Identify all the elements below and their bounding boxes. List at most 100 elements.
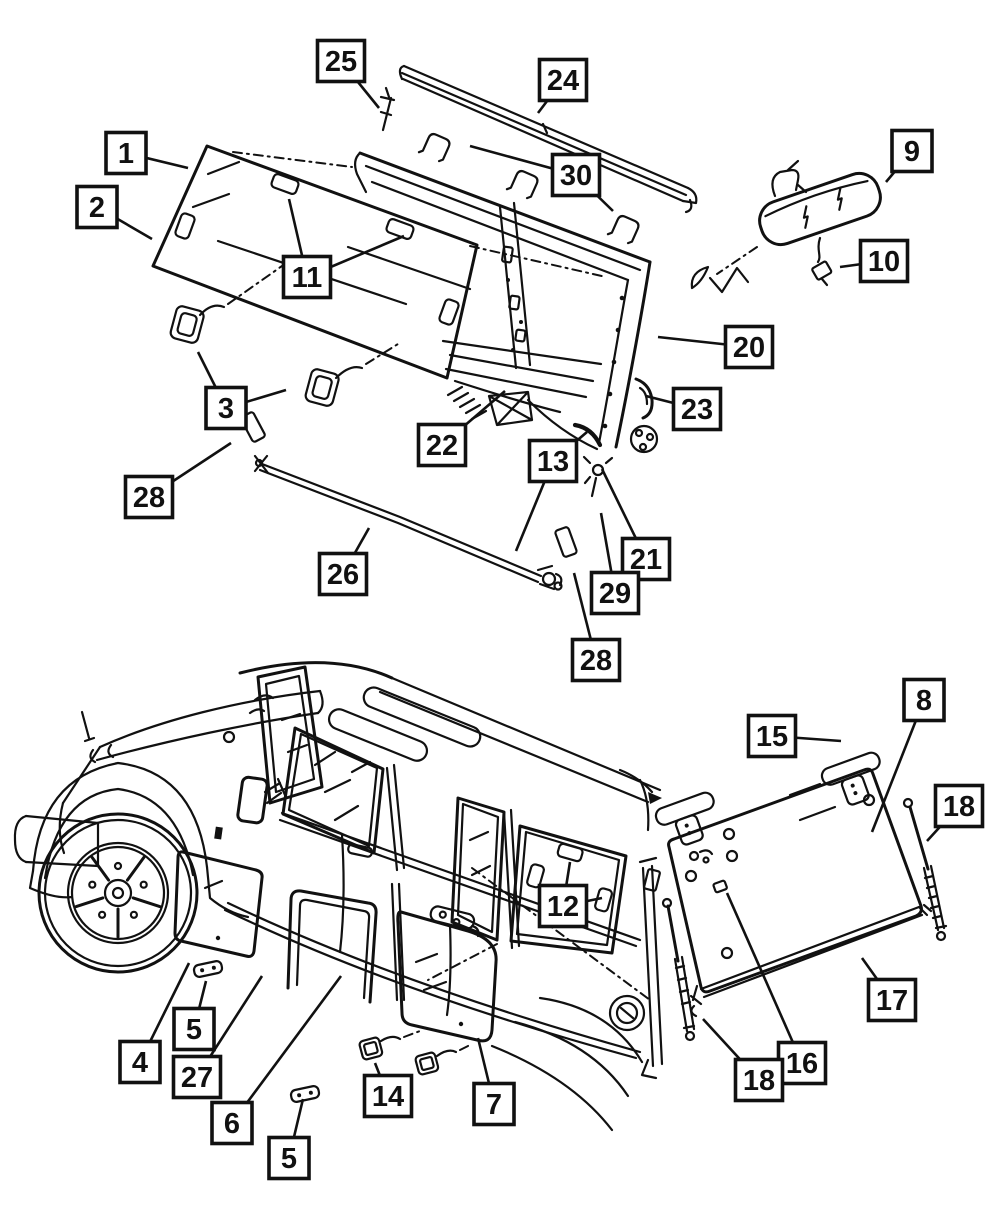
callout-number: 3 (218, 393, 234, 425)
callout-number: 8 (916, 685, 932, 717)
callout-11-4: 11 (281, 198, 405, 300)
callout-box (527, 438, 579, 484)
callout-28-17: 28 (570, 572, 622, 683)
shims (240, 411, 578, 558)
callout-box (123, 474, 175, 520)
callout-number: 2 (89, 192, 105, 224)
gas-props (661, 797, 948, 1042)
callout-29-16: 29 (589, 512, 641, 616)
callout-box (315, 38, 367, 84)
callout-number: 22 (426, 430, 458, 462)
callout-leader-line (230, 975, 343, 1124)
callout-number: 23 (681, 394, 713, 426)
callout-box (210, 1100, 254, 1146)
callout-box (723, 324, 775, 370)
front-wheel (37, 812, 199, 974)
callout-box (75, 184, 119, 230)
callout-box (733, 1057, 785, 1103)
callout-13-12: 13 (514, 431, 588, 552)
callout-box (267, 1135, 311, 1181)
callout-box (933, 783, 985, 829)
callout-box (172, 1006, 216, 1052)
callout-7-31: 7 (472, 1037, 516, 1127)
callout-number: 29 (599, 578, 631, 610)
callout-number: 30 (560, 160, 592, 192)
callout-box (671, 386, 723, 432)
callout-number: 4 (132, 1047, 148, 1079)
callout-box (204, 385, 248, 431)
body-glass-assembly-figure (13, 661, 948, 1132)
callout-number: 12 (547, 891, 579, 923)
liftgate-hinges (654, 751, 881, 864)
callout-number: 17 (876, 985, 908, 1017)
callout-17-22: 17 (860, 957, 918, 1023)
callout-18-20: 18 (926, 783, 985, 842)
rear-door-glass (289, 905, 498, 1103)
retainer-clips (358, 1030, 473, 1076)
callout-box (890, 128, 934, 174)
callout-27-27: 27 (171, 975, 264, 1100)
callout-20-8: 20 (657, 324, 775, 370)
callout-box (858, 238, 910, 284)
callout-number: 13 (537, 446, 569, 478)
callout-number: 5 (281, 1143, 297, 1175)
support-bar (253, 454, 563, 591)
callout-number: 1 (118, 138, 134, 170)
callout-box (118, 1039, 162, 1085)
front-door-glass (173, 850, 264, 978)
callout-number: 16 (786, 1048, 818, 1080)
callout-box (746, 713, 798, 759)
callout-number: 18 (743, 1065, 775, 1097)
windshield-frame (353, 151, 659, 498)
callout-number: 25 (325, 46, 357, 78)
callout-number: 14 (372, 1081, 404, 1113)
callout-number: 27 (181, 1062, 213, 1094)
glass-run-channel (286, 882, 406, 1004)
callout-number: 28 (133, 482, 165, 514)
callout-number: 24 (547, 65, 579, 97)
callout-box (589, 570, 641, 616)
roof-front-rail (398, 64, 698, 214)
callout-5-29: 5 (267, 1098, 311, 1181)
callout-number: 26 (327, 559, 359, 591)
callout-leader-line (725, 892, 804, 1064)
mirror-wire-connector (811, 260, 833, 281)
callout-number: 9 (904, 136, 920, 168)
callout-28-13: 28 (123, 441, 232, 520)
windshield-assembly-figure (151, 64, 882, 591)
callout-number: 21 (630, 544, 662, 576)
callout-box (416, 422, 468, 468)
callout-number: 5 (186, 1014, 202, 1046)
callout-box (570, 637, 622, 683)
callout-3-10: 3 (196, 351, 287, 431)
callout-box (866, 977, 918, 1023)
rearview-mirror (690, 159, 882, 294)
callout-10-7: 10 (839, 238, 910, 284)
callout-box (281, 254, 333, 300)
callout-box (902, 677, 946, 723)
support-channel (689, 903, 933, 1018)
callout-box (537, 57, 589, 103)
callout-number: 11 (292, 262, 323, 294)
callout-1-2: 1 (104, 130, 189, 176)
callout-25-0: 25 (315, 38, 381, 109)
callout-number: 15 (756, 721, 788, 753)
callout-number: 28 (580, 645, 612, 677)
callout-30-5: 30 (469, 144, 614, 212)
harness-clips (169, 265, 399, 407)
callout-24-1: 24 (536, 57, 589, 114)
callout-box (550, 152, 602, 198)
callout-21-15: 21 (600, 468, 672, 582)
callout-number: 7 (486, 1089, 502, 1121)
callout-box (620, 536, 672, 582)
callout-5-25: 5 (172, 980, 216, 1052)
callout-22-11: 22 (416, 390, 506, 468)
callout-16-23: 16 (725, 892, 828, 1086)
callout-14-30: 14 (362, 1062, 414, 1119)
callout-12-21: 12 (537, 861, 603, 929)
callout-8-19: 8 (870, 677, 946, 833)
callout-box (171, 1054, 223, 1100)
